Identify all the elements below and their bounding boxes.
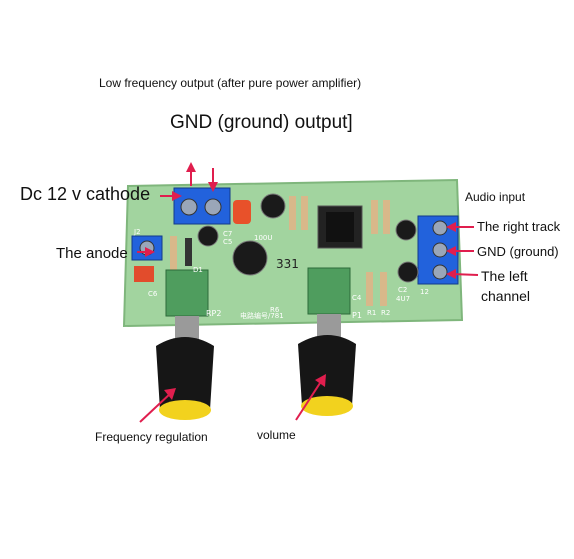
silk-r6: R6 [270,306,280,314]
potentiometer-frequency [165,269,209,317]
silk-board-id: 电路编号/781 [240,311,284,320]
audio-input-label: Audio input [465,190,526,204]
arrowhead-icon [172,191,182,201]
channel-label: channel [481,288,531,304]
silk-c7: C7 [223,230,232,238]
screw-icon [204,198,222,216]
arrowhead-icon [164,388,176,400]
arrow-volume [295,379,323,421]
ic-chip [326,212,354,242]
arrowhead-icon [446,222,456,232]
arrowhead-icon [446,269,456,279]
resistor [383,200,390,234]
silk-rp1: P1 [352,311,362,320]
silk-j2: J2 [133,228,141,236]
silk-mark-12: 12 [420,288,429,296]
potentiometer-volume [307,267,351,315]
capacitor [395,219,417,241]
resistor [366,272,373,306]
frequency-regulation-label: Frequency regulation [95,430,208,444]
silk-rp2: RP2 [206,309,221,318]
resistor [371,200,378,234]
capacitor [197,225,219,247]
screw-icon [432,264,448,280]
silk-c2: C2 [398,286,407,294]
orange-capacitor [233,200,251,224]
annotation-arrows [137,162,479,423]
resistor [170,236,177,270]
arrowhead-icon [208,182,218,192]
silk-c6: C6 [148,290,158,298]
screw-icon [432,220,448,236]
right-track-label: The right track [477,219,561,234]
capacitor [260,193,286,219]
resistor [289,196,296,230]
arrowhead-icon [446,246,456,256]
left-channel-label: The left [481,268,528,284]
arrow-left-channel [451,273,479,276]
gnd-output-label: GND (ground) output] [170,112,353,133]
low-frequency-output-label: Low frequency output (after pure power a… [99,76,362,90]
screw-icon [432,242,448,258]
resistor [380,272,387,306]
silk-cap-value2: 4U7 [396,295,410,303]
anode-label: The anode [56,245,128,262]
knob-base [159,400,211,420]
dc-cathode-label: Dc 12 v cathode [20,184,151,204]
knob-base [301,396,353,416]
silk-r1: R1 [367,309,376,317]
arrowhead-icon [315,374,326,387]
arrowhead-icon [186,162,196,172]
capacitor [232,240,268,276]
silk-cap-value: 100U [254,234,272,242]
volume-label: volume [257,428,296,442]
red-connector [134,266,154,282]
diode [185,238,192,266]
knob-volume [298,335,356,412]
arrow-frequency [139,391,173,423]
gnd-ground-label: GND (ground) [477,244,559,259]
silk-c4: C4 [352,294,362,302]
screw-icon [180,198,198,216]
silk-ic-mark: 331 [276,257,299,271]
silk-r2: R2 [381,309,390,317]
silk-c5: C5 [223,238,232,246]
resistor [301,196,308,230]
capacitor [397,261,419,283]
silk-d1: D1 [193,266,203,274]
arrowhead-icon [145,247,155,257]
